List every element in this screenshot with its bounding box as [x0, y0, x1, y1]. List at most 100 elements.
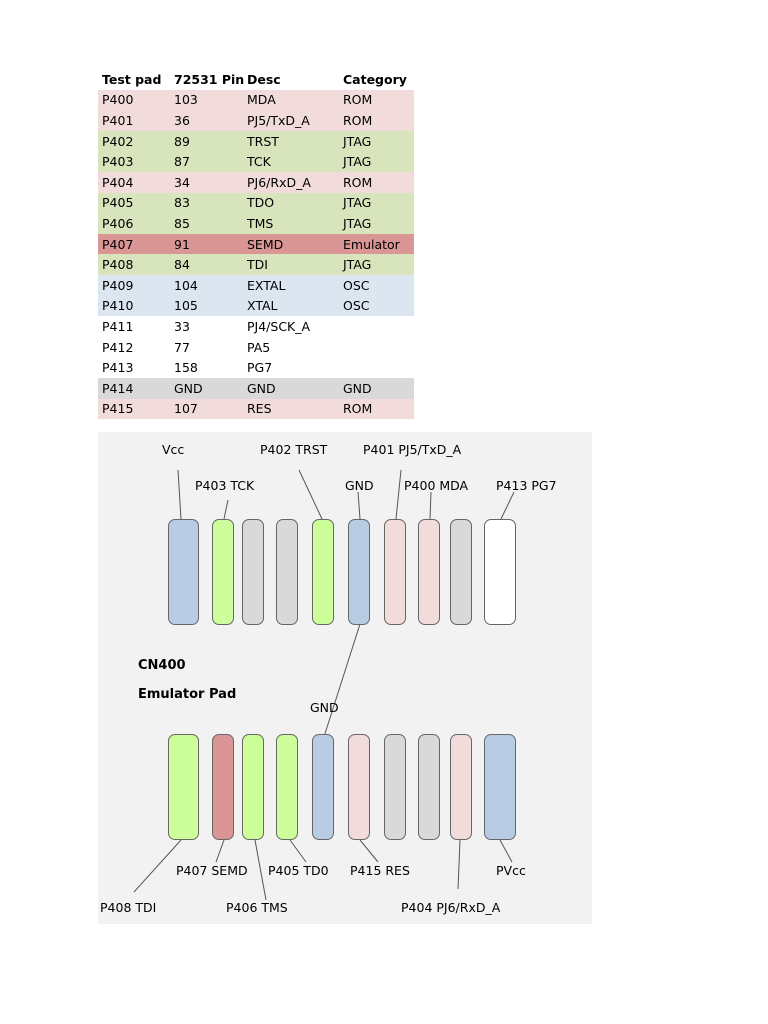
- category-cell: Emulator: [343, 236, 400, 252]
- table-row: P408 84 TDI JTAG: [98, 254, 414, 275]
- pin-cell: 87: [174, 154, 190, 170]
- test-pad-cell: P412: [102, 339, 134, 355]
- table-row: P404 34 PJ6/RxD_A ROM: [98, 171, 414, 193]
- label-p403-tck: P403 TCK: [195, 478, 255, 493]
- label-p415-res: P415 RES: [350, 863, 410, 878]
- leader-p415: [359, 839, 379, 863]
- label-p401: P401 PJ5/TxD_A: [363, 442, 462, 457]
- bottom-pad-5: [312, 734, 334, 840]
- leader-vcc: [177, 469, 182, 520]
- leader-p406: [254, 839, 267, 901]
- category-cell: JTAG: [343, 195, 372, 211]
- category-cell: JTAG: [343, 257, 372, 273]
- test-pad-cell: P401: [102, 112, 134, 128]
- leader-pvcc: [499, 839, 513, 863]
- label-gnd-middle: GND: [310, 700, 339, 715]
- bottom-pad-10: [484, 734, 516, 840]
- category-cell: ROM: [343, 92, 373, 108]
- leader-p405: [289, 839, 307, 863]
- header-pin: 72531 Pin: [174, 71, 245, 87]
- leader-p400: [429, 491, 432, 520]
- pin-cell: 104: [174, 277, 198, 293]
- table-row: P401 36 PJ5/TxD_A ROM: [98, 110, 414, 131]
- label-p406-tms: P406 TMS: [226, 900, 288, 915]
- desc-cell: PJ5/TxD_A: [247, 112, 310, 128]
- leader-p408: [133, 839, 182, 893]
- desc-cell: PA5: [247, 339, 271, 355]
- pin-cell: GND: [174, 380, 203, 396]
- leader-p403: [223, 499, 229, 520]
- label-p404: P404 PJ6/RxD_A: [401, 900, 501, 915]
- desc-cell: TMS: [247, 215, 274, 231]
- category-cell: JTAG: [343, 215, 372, 231]
- top-pad-7: [384, 519, 406, 625]
- test-pad-cell: P411: [102, 318, 134, 334]
- test-pad-cell: P414: [102, 380, 134, 396]
- bottom-pad-9: [450, 734, 472, 840]
- top-pad-3: [242, 519, 264, 625]
- pin-cell: 77: [174, 339, 190, 355]
- leader-lines: [133, 469, 515, 901]
- table-row: P412 77 PA5: [98, 336, 414, 358]
- bottom-pad-6: [348, 734, 370, 840]
- pin-cell: 158: [174, 360, 198, 376]
- diagram-title: CN400: [138, 658, 186, 673]
- header-desc: Desc: [247, 71, 281, 87]
- label-pvcc: PVcc: [496, 863, 526, 878]
- test-pad-cell: P408: [102, 257, 134, 273]
- category-cell: OSC: [343, 298, 370, 314]
- leader-gnd-top: [357, 491, 361, 520]
- label-gnd-top: GND: [345, 478, 374, 493]
- label-p400-mda: P400 MDA: [404, 478, 469, 493]
- top-pad-1: [168, 519, 199, 625]
- table-row: P413 158 PG7: [98, 357, 414, 378]
- leader-p401: [395, 469, 402, 520]
- header-category: Category: [343, 71, 407, 87]
- bottom-pad-2: [212, 734, 234, 840]
- category-cell: JTAG: [343, 154, 372, 170]
- desc-cell: TCK: [247, 154, 271, 170]
- top-pad-6: [348, 519, 370, 625]
- desc-cell: PJ4/SCK_A: [247, 318, 311, 334]
- category-cell: ROM: [343, 112, 373, 128]
- desc-cell: PJ6/RxD_A: [247, 174, 311, 190]
- desc-cell: RES: [247, 401, 272, 417]
- leader-p407: [215, 839, 225, 863]
- diagram-subtitle: Emulator Pad: [138, 687, 237, 702]
- pin-cell: 103: [174, 92, 198, 108]
- desc-cell: TDI: [247, 257, 268, 273]
- desc-cell: TRST: [247, 133, 279, 149]
- pin-cell: 107: [174, 401, 198, 417]
- test-pad-cell: P407: [102, 236, 134, 252]
- leader-p413: [500, 491, 515, 520]
- leader-p404: [457, 839, 461, 890]
- test-pad-cell: P413: [102, 360, 134, 376]
- pin-cell: 36: [174, 112, 190, 128]
- top-pad-10: [484, 519, 516, 625]
- test-pad-cell: P409: [102, 277, 134, 293]
- top-pad-8: [418, 519, 440, 625]
- test-pad-cell: P404: [102, 174, 134, 190]
- top-pad-5: [312, 519, 334, 625]
- test-pad-cell: P405: [102, 195, 134, 211]
- category-cell: OSC: [343, 277, 370, 293]
- pin-cell: 34: [174, 174, 190, 190]
- table-header-row: Test pad 72531 Pin Desc Category: [98, 69, 414, 90]
- category-cell: GND: [343, 380, 372, 396]
- desc-cell: PG7: [247, 360, 273, 376]
- pin-cell: 89: [174, 133, 190, 149]
- label-p407-semd: P407 SEMD: [176, 863, 248, 878]
- desc-cell: EXTAL: [247, 277, 286, 293]
- category-cell: ROM: [343, 174, 373, 190]
- table-row: P409 104 EXTAL OSC: [98, 274, 414, 296]
- desc-cell: XTAL: [247, 298, 278, 314]
- label-p413-pg7: P413 PG7: [496, 478, 557, 493]
- pin-cell: 84: [174, 257, 190, 273]
